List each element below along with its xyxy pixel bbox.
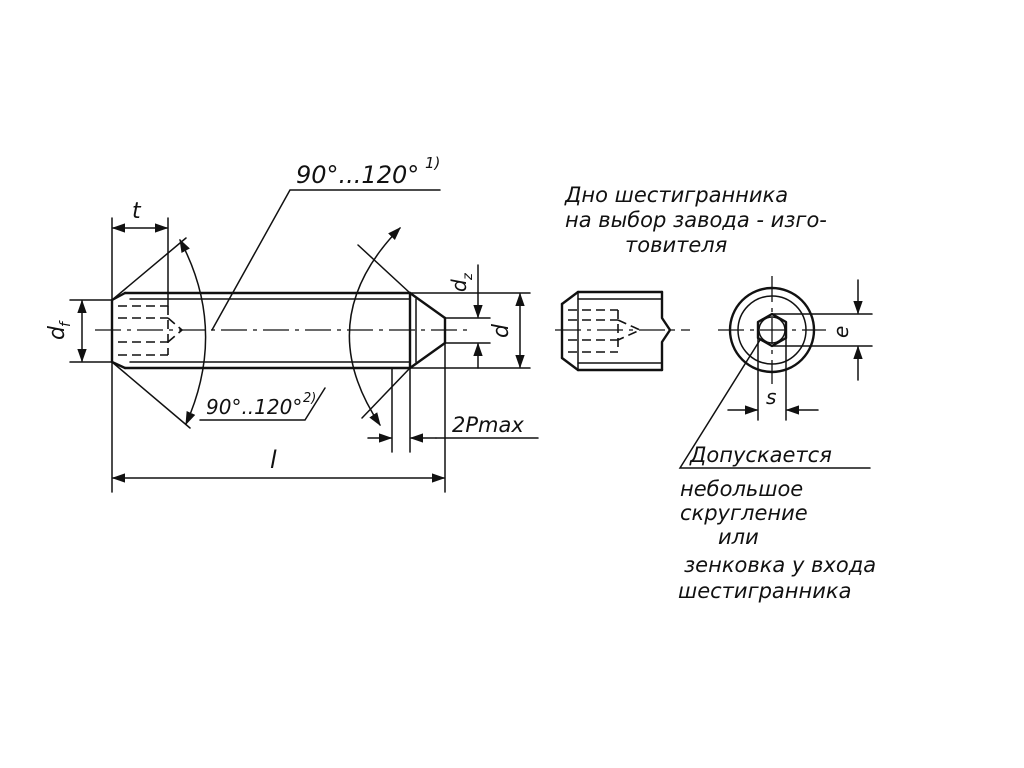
angle-line-right-top	[357, 244, 411, 294]
dim-t	[111, 217, 169, 307]
svg-text:d: d	[45, 325, 70, 340]
angle-ref-top: 1)	[425, 154, 440, 172]
angle-ref-bottom: 2)	[303, 391, 316, 406]
dz-label: d z	[447, 272, 476, 292]
note-rounding-line-1: небольшое	[680, 477, 803, 501]
note-rounding-head: Допускается	[689, 443, 832, 467]
angle-label-bottom: 90°..120°	[206, 395, 302, 419]
end-view	[678, 276, 873, 469]
angle-arc-left	[179, 238, 207, 426]
socket-section-view	[555, 290, 690, 372]
svg-text:f: f	[58, 320, 74, 327]
dim-l	[111, 342, 446, 493]
svg-text:d: d	[447, 279, 471, 292]
screw-main-view	[95, 189, 470, 429]
note-rounding-line-5: шестигранника	[678, 579, 851, 603]
note-hex-line-2: на выбор завода - изго-	[565, 208, 827, 232]
note-rounding-line-4: зенковка у входа	[684, 553, 876, 577]
angle-arc-right	[348, 227, 401, 427]
s-label: s	[766, 385, 776, 409]
note-rounding-line-3: или	[718, 525, 759, 549]
d-label: d	[489, 323, 514, 338]
dim-d	[409, 292, 531, 369]
note-hex-line-1: Дно шестигранника	[564, 183, 788, 207]
leader-angle-top	[211, 189, 441, 331]
l-label: l	[270, 446, 277, 474]
e-label: e	[829, 326, 853, 338]
pmax-label: 2Pmax	[452, 413, 524, 437]
cone-point-bottom	[408, 341, 447, 370]
note-hex-line-3: товителя	[625, 233, 727, 257]
dim-2pmax	[367, 367, 539, 453]
leader-angle-bottom	[199, 387, 326, 421]
cone-point-top	[408, 291, 447, 320]
angle-line-left-bottom	[111, 361, 191, 429]
note-rounding-line-2: скругление	[680, 501, 808, 525]
angle-line-left-top	[111, 237, 187, 301]
df-label: d f	[45, 320, 74, 340]
dim-dz	[444, 264, 491, 369]
t-label: t	[132, 199, 142, 224]
angle-label-top: 90°...120°	[296, 161, 419, 189]
svg-text:z: z	[461, 272, 476, 281]
dim-df	[69, 299, 113, 363]
angle-line-right-bottom	[361, 367, 411, 419]
